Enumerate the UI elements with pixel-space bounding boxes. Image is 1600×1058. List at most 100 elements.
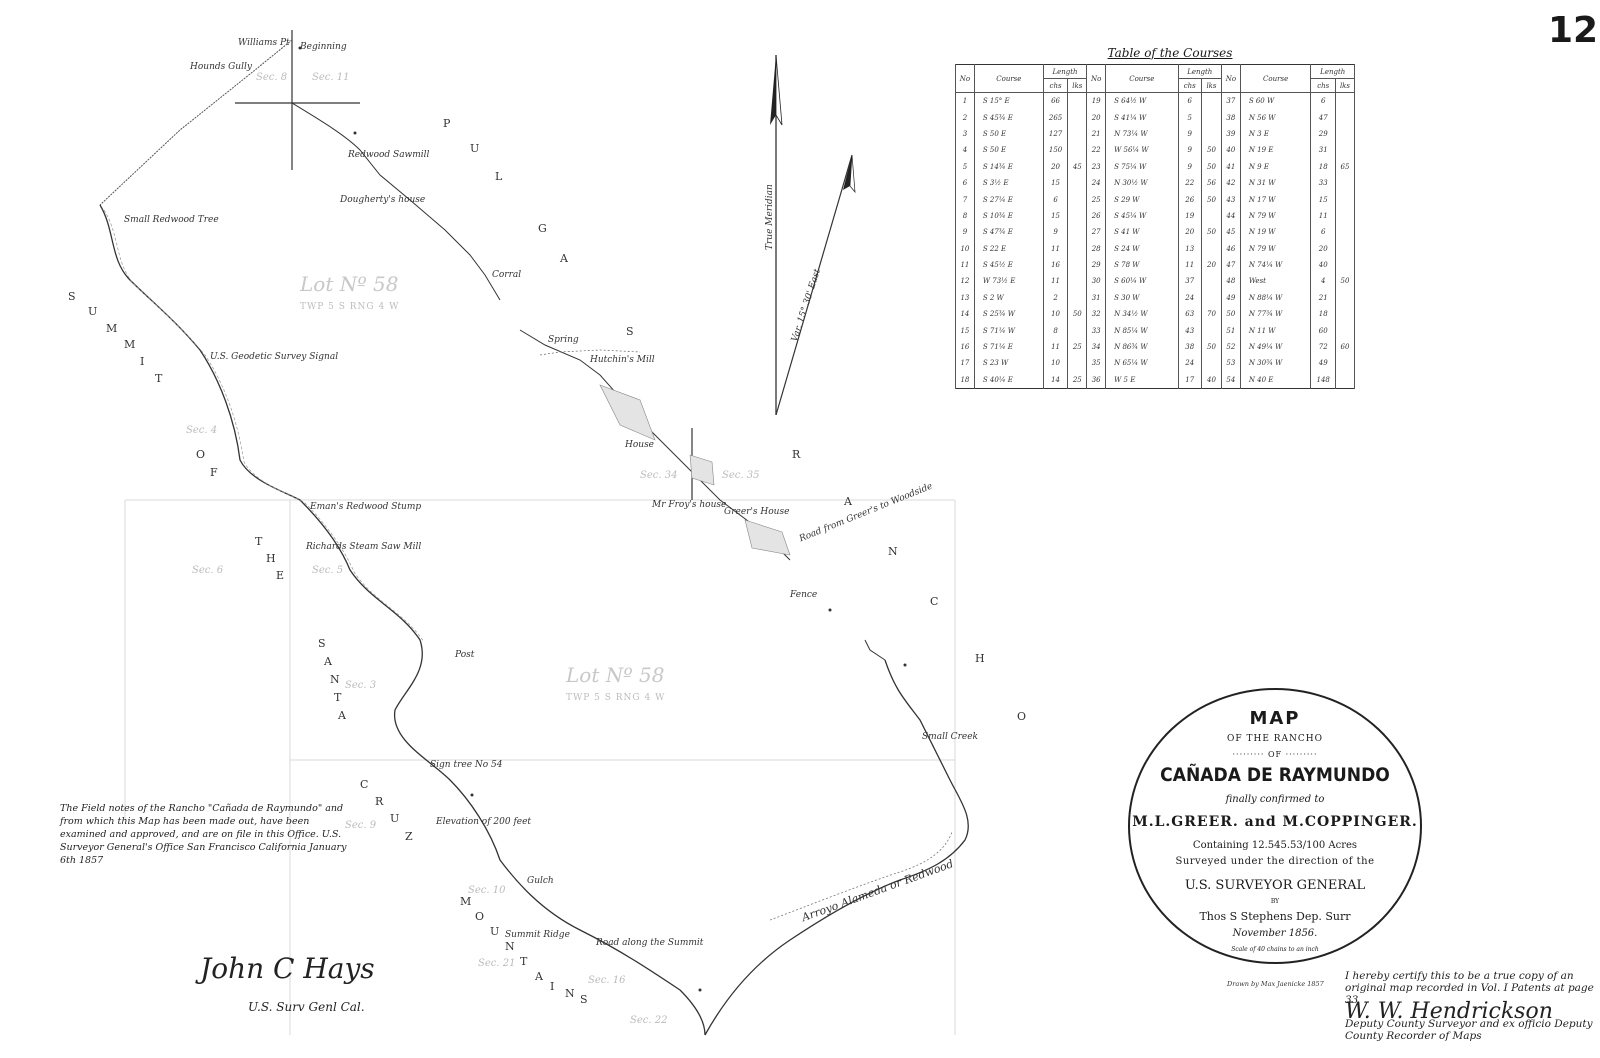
course-bearing-cell: N 56 W [1239,109,1312,126]
course-number-cell: 40 [1220,142,1241,159]
course-links-cell [1334,355,1356,372]
course-bearing-cell: S 3½ E [973,174,1044,192]
pulgas-letter: C [930,595,939,608]
course-links-cell [1067,125,1088,143]
place-label: Hounds Gully [190,62,252,72]
course-links-cell [1067,256,1088,274]
course-bearing-cell: N 85¼ W [1105,322,1179,339]
pulgas-letter: H [975,652,985,665]
seal-of-line: ········· OF ········· [1232,750,1318,759]
course-bearing-cell: S 25¾ W [973,306,1044,323]
seal-owners: M.L.GREER. and M.COPPINGER. [1132,814,1418,830]
course-links-cell: 25 [1067,371,1088,389]
santa-letter: A [338,709,346,722]
course-links-cell: 70 [1201,306,1222,323]
course-chains-cell: 22 [1177,174,1203,192]
course-chains-cell: 9 [1042,224,1069,241]
course-number-cell: 28 [1086,240,1107,257]
course-number-cell: 6 [955,174,975,192]
course-chains-cell: 72 [1310,338,1336,356]
course-links-cell: 25 [1067,338,1088,356]
course-chains-cell: 150 [1042,142,1069,159]
course-bearing-cell: N 17 W [1239,191,1312,208]
course-chains-cell: 9 [1177,142,1203,159]
course-bearing-cell: N 31 W [1239,174,1312,192]
course-number-cell: 48 [1220,273,1241,290]
place-label: Post [455,650,475,660]
course-chains-cell: 18 [1310,306,1336,323]
course-links-cell [1201,207,1222,225]
course-bearing-cell: N 11 W [1239,322,1312,339]
course-number-cell: 32 [1086,306,1107,323]
seal-by: BY [1270,898,1280,905]
course-chains-cell: 148 [1310,371,1336,389]
course-links-cell: 65 [1334,158,1356,175]
drawn-by: Drawn by Max Jaenicke 1857 [1227,980,1324,988]
place-label: Small Redwood Tree [124,215,219,225]
course-number-cell: 46 [1220,240,1241,257]
certification-block: I hereby certify this to be a true copy … [1345,970,1595,1042]
course-bearing-cell: S 75¼ W [1105,158,1179,175]
section-label: Sec. 9 [345,820,377,831]
lot-sub-upper: TWP 5 S RNG 4 W [300,302,400,312]
section-grid [124,499,956,1035]
course-bearing-cell: N 88¼ W [1239,289,1312,307]
course-bearing-cell: N 79 W [1239,240,1312,257]
point-markers [298,46,907,992]
course-number-cell: 49 [1220,289,1241,307]
course-links-cell [1201,92,1222,110]
mountains-letter: N [505,940,515,953]
seal-scale: Scale of 40 chains to an inch [1231,946,1319,953]
place-label: Elevation of 200 feet [436,817,532,827]
course-links-cell [1201,125,1222,143]
boundary-northwest [99,39,293,206]
course-chains-cell: 18 [1310,158,1336,175]
mountains-letter: A [535,970,543,983]
course-chains-cell: 9 [1177,125,1203,143]
course-number-cell: 52 [1220,338,1241,356]
place-label: Fence [790,590,818,600]
course-number-cell: 15 [955,322,975,339]
fence-line [539,349,641,356]
summit-letter: M [124,338,136,351]
course-links-cell [1334,224,1356,241]
course-chains-cell: 38 [1177,338,1203,356]
mountains-letter: N [565,987,575,1000]
course-number-cell: 3 [955,125,975,143]
course-chains-cell: 33 [1310,174,1336,192]
course-bearing-cell: S 22 E [973,240,1044,257]
course-links-cell: 50 [1067,306,1088,323]
course-chains-cell: 8 [1042,322,1069,339]
course-number-cell: 11 [955,256,975,274]
course-bearing-cell: S 15° E [973,92,1044,110]
seal-surveyor-general: U.S. SURVEYOR GENERAL [1184,878,1366,893]
section-label: Sec. 11 [312,72,350,83]
course-bearing-cell: W 73½ E [973,273,1044,290]
place-label: Richards Steam Saw Mill [306,542,422,552]
course-chains-cell: 21 [1310,289,1336,307]
course-number-cell: 42 [1220,174,1241,192]
santa-letter: N [330,673,340,686]
place-label: Road along the Summit [596,938,704,948]
section-label: Sec. 8 [256,72,288,83]
course-bearing-cell: S 45½ E [973,256,1044,274]
surveyor-general-title: U.S. Surv Genl Cal. [248,1000,365,1014]
course-links-cell [1201,355,1222,372]
course-number-cell: 25 [1086,191,1107,208]
boundary-northeast [291,102,791,561]
course-number-cell: 9 [955,224,975,241]
course-bearing-cell: S 64½ W [1105,92,1179,110]
header-course: Course [1239,64,1312,93]
course-bearing-cell: N 30¾ W [1239,355,1312,372]
place-label: Mr Froy's house [652,500,727,510]
mountains-letter: U [490,925,500,938]
course-links-cell [1334,174,1356,192]
course-number-cell: 4 [955,142,975,159]
pulgas-letter: U [470,142,480,155]
